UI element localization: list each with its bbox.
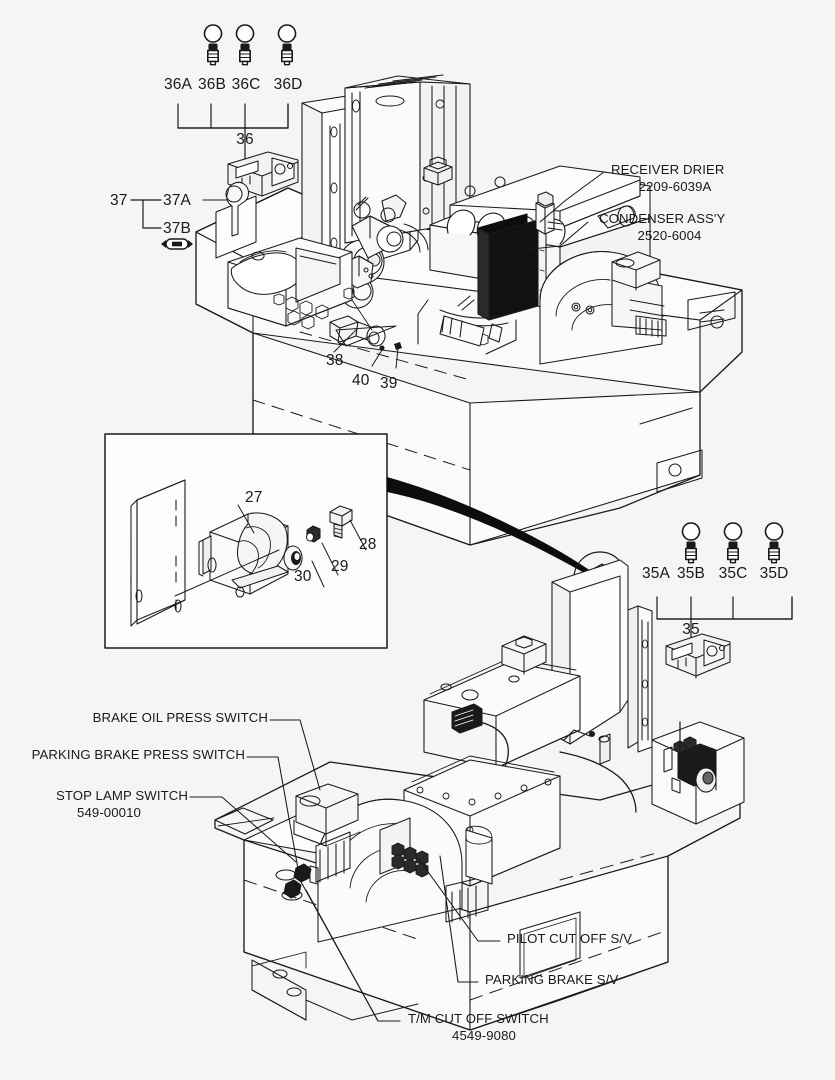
label-parking-brake-press-switch: PARKING BRAKE PRESS SWITCH [31,747,245,762]
label-condenser-number: 2520-6004 [637,228,702,243]
detail-pointer-arrow [387,477,600,582]
bulb-icon-36d [277,24,297,66]
part-38-40-39 [329,299,402,369]
callout-36: 36 [236,131,254,148]
callout-35d: 35D [759,565,789,582]
fuse-icon-37b [161,238,193,250]
label-brake-oil-press-switch: BRAKE OIL PRESS SWITCH [92,710,268,725]
inset-detail-box [104,433,388,649]
callout-36b: 36B [198,76,226,93]
callout-27: 27 [245,489,263,506]
callout-35: 35 [682,621,700,638]
callout-35c: 35C [718,565,748,582]
callout-35a: 35A [642,565,670,582]
label-tm-cut-off-switch: T/M CUT OFF SWITCH [408,1011,549,1026]
bulb-icon-35b [681,522,701,564]
battery-box [227,237,353,330]
part-27-switch [198,512,289,598]
label-stop-lamp-switch: STOP LAMP SWITCH [55,788,188,803]
bracket-37 [130,199,162,229]
callout-39: 39 [380,375,398,392]
receiver-drier [535,191,563,235]
label-condenser-name: CONDENSER ASS'Y [599,211,726,226]
callout-37a: 37A [163,192,191,209]
bracket-36 [177,103,289,165]
part-37a-bracket [215,181,257,259]
callout-36c: 36C [231,76,261,93]
label-pilot-cut-off-sv: PILOT CUT OFF S/V [507,931,633,946]
label-stop-lamp-switch-number: 549-00010 [77,805,141,820]
solenoid-valve [651,721,745,825]
label-receiver-drier-name: RECEIVER DRIER [611,162,725,177]
upper-machine-assembly [195,74,743,546]
label-parking-brake-sv: PARKING BRAKE S/V [485,972,619,987]
bulb-icon-36b [203,24,223,66]
label-tm-cut-off-switch-number: 4549-9080 [452,1028,516,1043]
part-35-lamp [665,633,731,679]
lower-machine-assembly [214,559,745,1031]
callout-40: 40 [352,372,370,389]
callout-38: 38 [326,352,344,369]
label-receiver-drier-number: 2209-6039A [638,179,712,194]
part-28-bolt [329,505,353,539]
bulb-icon-35c [723,522,743,564]
callout-29: 29 [331,558,349,575]
part-30-washer [283,545,303,571]
bulb-icon-36c [235,24,255,66]
bulb-icon-35d [764,522,784,564]
callout-37: 37 [110,192,128,209]
leader-lines [189,171,605,1022]
callout-35b: 35B [677,565,705,582]
callout-36a: 36A [164,76,192,93]
part-29-nut [306,525,321,543]
terminal-cluster [391,842,429,878]
callout-36d: 36D [273,76,303,93]
callout-30: 30 [294,568,312,585]
callout-28: 28 [359,536,377,553]
callout-37b: 37B [163,220,191,237]
condenser-assembly [477,213,547,321]
